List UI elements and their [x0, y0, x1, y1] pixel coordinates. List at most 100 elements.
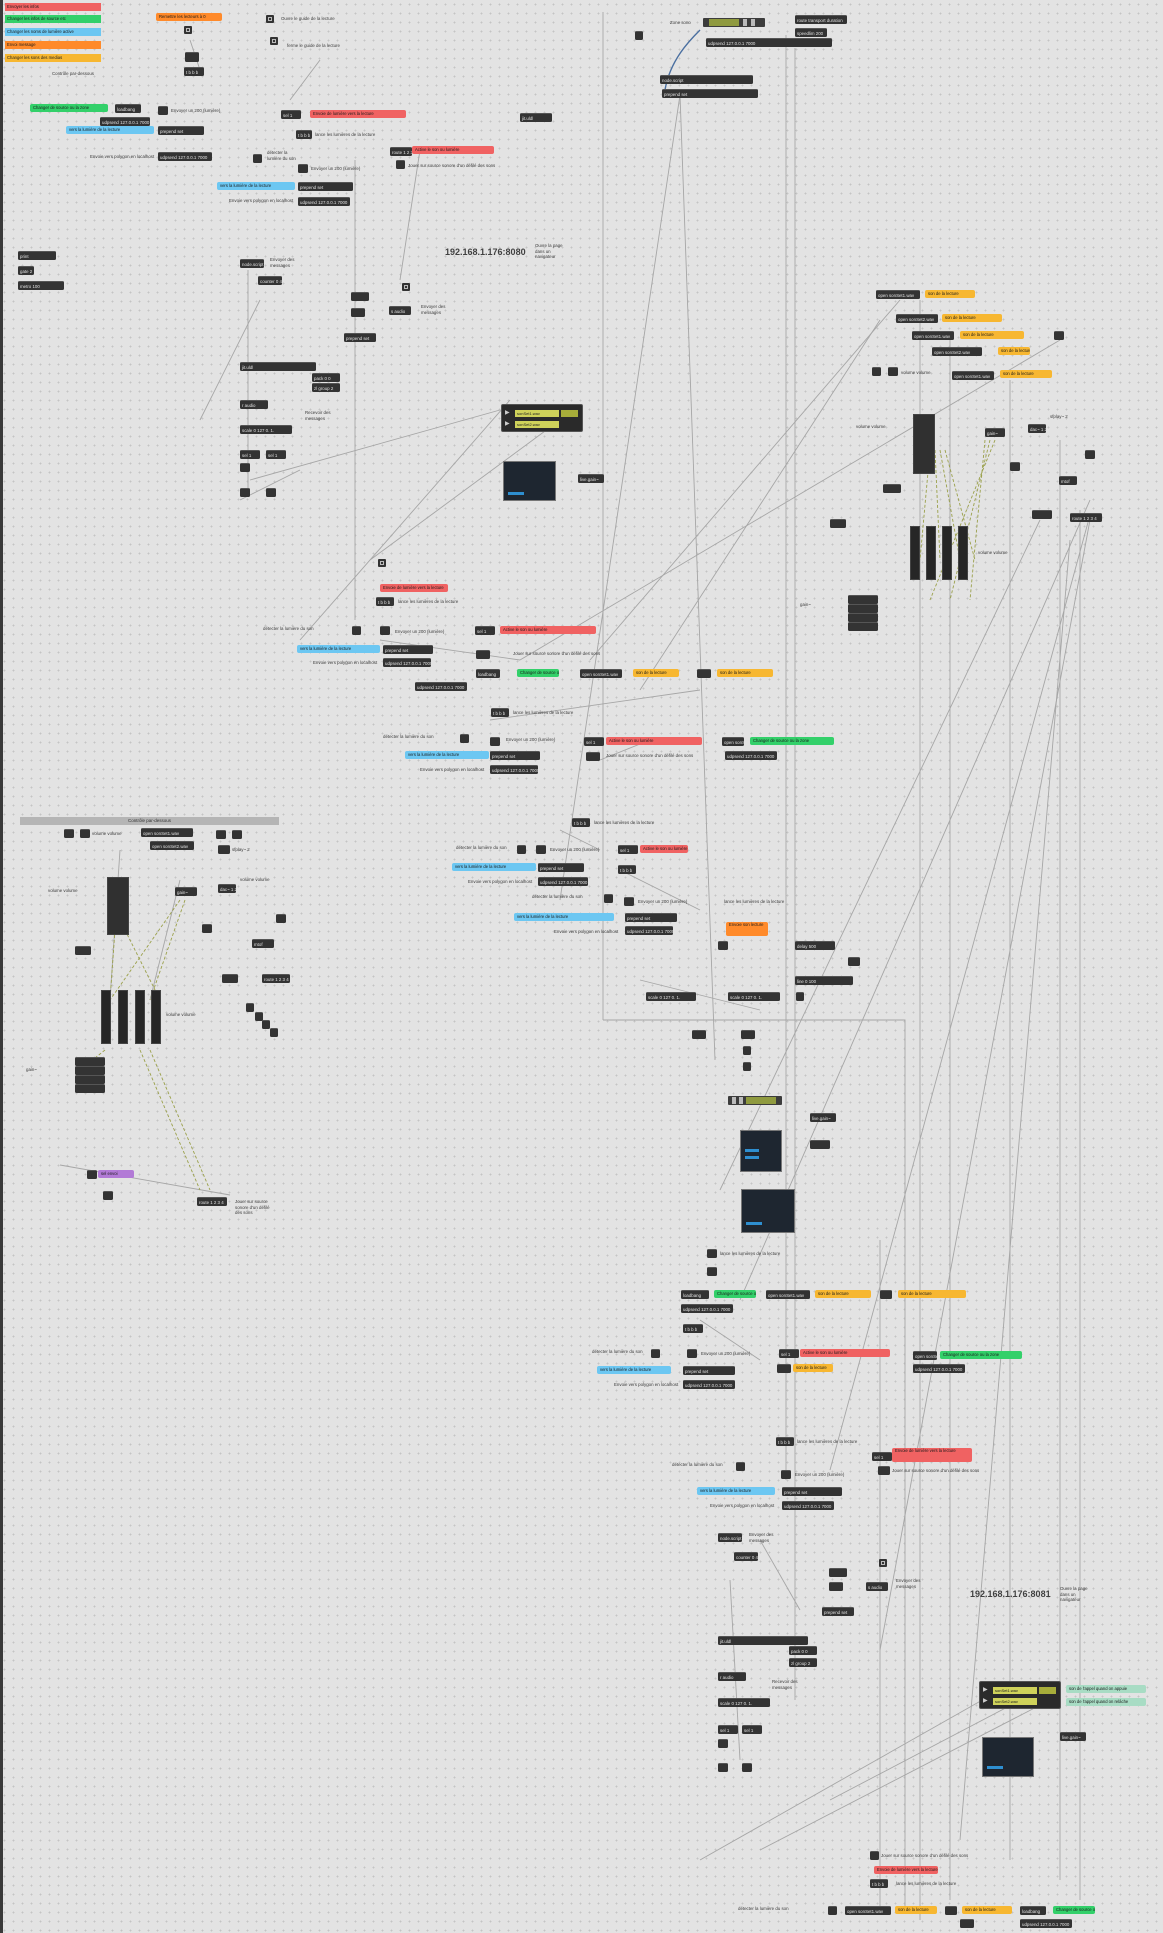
scale-object[interactable]: scale 0 127 0. 1.: [718, 1698, 770, 1707]
legend-item-message[interactable]: Envoi message: [5, 41, 101, 49]
small-object[interactable]: [604, 894, 613, 903]
sel-object[interactable]: sel 1: [742, 1725, 762, 1734]
volume-slider-4[interactable]: [958, 526, 968, 580]
toggle[interactable]: [184, 26, 192, 34]
receive-object[interactable]: r audio: [718, 1672, 746, 1681]
small-object[interactable]: [64, 829, 74, 838]
small-object[interactable]: [960, 1919, 974, 1928]
legend-item-send[interactable]: Envoyer les infos: [5, 3, 101, 11]
red-send-message[interactable]: Envoie de lumière vers la lecture: [892, 1448, 972, 1462]
small-object[interactable]: [692, 1030, 706, 1039]
small-object[interactable]: [635, 31, 643, 40]
prepend-object[interactable]: prepend set: [822, 1607, 854, 1616]
small-object[interactable]: [266, 488, 276, 497]
small-object[interactable]: [246, 1003, 254, 1012]
yellow-sound-message[interactable]: son de la lecture: [793, 1364, 833, 1372]
master-slider[interactable]: [107, 877, 129, 935]
yellow-sound-message[interactable]: son de la lecture: [942, 314, 1002, 322]
gain-object[interactable]: gain~: [175, 887, 197, 896]
purple-message[interactable]: sel envoi: [98, 1170, 134, 1178]
play-icon[interactable]: ▶: [505, 410, 510, 416]
t-bbb-object[interactable]: t b b b: [296, 130, 312, 139]
yellow-sound-message[interactable]: son de la lecture: [925, 290, 975, 298]
delay-object[interactable]: delay 500: [795, 941, 835, 950]
volume-slider-3[interactable]: [942, 526, 952, 580]
small-object[interactable]: [1054, 331, 1064, 340]
transport-bar[interactable]: [703, 18, 765, 27]
gain-object[interactable]: gain~: [985, 428, 1005, 437]
prepend-object[interactable]: prepend set: [344, 333, 376, 342]
small-object[interactable]: [232, 830, 242, 839]
live-gain-object[interactable]: live.gain~: [810, 1113, 836, 1122]
small-object[interactable]: [460, 734, 469, 743]
small-object[interactable]: [742, 1763, 752, 1772]
blue-light-message[interactable]: vers la lumière de la lecture: [217, 182, 295, 190]
small-object[interactable]: [351, 292, 369, 301]
small-object[interactable]: [87, 1170, 97, 1179]
play-icon[interactable]: ▶: [983, 1698, 988, 1704]
small-object[interactable]: [718, 1763, 728, 1772]
small-object[interactable]: [1010, 462, 1020, 471]
loadbang-object[interactable]: loadbang: [115, 104, 141, 113]
udpsend-object[interactable]: udpsend 127.0.0.1 7000: [1020, 1919, 1072, 1928]
blue-light-message[interactable]: vers la lumière de la lecture: [405, 751, 489, 759]
open-sound-object[interactable]: open sonSet1.wav: [580, 669, 622, 678]
sel-object[interactable]: sel 1: [618, 845, 638, 854]
small-object[interactable]: [743, 1046, 751, 1055]
waveform[interactable]: [561, 410, 578, 417]
sel-object[interactable]: sel 1: [240, 450, 260, 459]
small-object[interactable]: [810, 1140, 830, 1149]
mtof-object[interactable]: mtof: [1059, 476, 1077, 485]
prepend-object[interactable]: prepend set: [490, 751, 540, 760]
t-bbb-object[interactable]: t b b b: [376, 597, 394, 606]
scale-object[interactable]: scale 0 127 0. 1.: [240, 425, 292, 434]
red-activate-message[interactable]: Active le son ou lumière: [606, 737, 702, 745]
small-object[interactable]: [517, 845, 526, 854]
orange-message[interactable]: Envoie son lecture: [726, 922, 768, 936]
small-object[interactable]: [536, 845, 546, 854]
udpsend-object[interactable]: udpsend 127.0.0.1 7000: [782, 1501, 834, 1510]
small-object[interactable]: [718, 1739, 728, 1748]
prepend-object[interactable]: prepend set: [782, 1487, 842, 1496]
open-sound-object[interactable]: open sonSet2.wav: [150, 841, 194, 850]
node-script-object[interactable]: node.script: [718, 1533, 742, 1542]
loadbang-object[interactable]: loadbang: [476, 669, 500, 678]
audio-player-panel[interactable]: ▶ sonSet1.wav ▶ sonSet2.wav: [979, 1681, 1061, 1709]
small-object[interactable]: [781, 1470, 791, 1479]
small-object[interactable]: [828, 1906, 837, 1915]
udpsend-object[interactable]: udpsend 127.0.0.1 7000: [625, 926, 673, 935]
route-object[interactable]: route 1 2 3 4: [197, 1197, 227, 1206]
legend-item-media-sounds[interactable]: Changer les sons des medias: [5, 54, 101, 62]
zl-object[interactable]: zl group 2: [789, 1658, 817, 1667]
open-sound-object[interactable]: open sonSet1.wav: [722, 737, 744, 746]
sel-object[interactable]: sel 1: [266, 450, 286, 459]
loadbang-object[interactable]: loadbang: [1020, 1906, 1046, 1915]
jit-uldl-object[interactable]: jit.uldl: [240, 362, 316, 371]
sel-object[interactable]: sel 1: [584, 737, 604, 746]
yellow-sound-message[interactable]: son de la lecture: [717, 669, 773, 677]
scale-object[interactable]: scale 0 127 0. 1.: [728, 992, 780, 1001]
yellow-sound-message[interactable]: son de la lecture: [962, 1906, 1012, 1914]
small-object[interactable]: [718, 941, 728, 950]
audio-row-1[interactable]: ▶ sonSet1.wav: [983, 1687, 1056, 1695]
small-object[interactable]: [490, 737, 500, 746]
open-sound-object[interactable]: open sonSet1.wav: [876, 290, 920, 299]
blue-light-message[interactable]: vers la lumière de la lecture: [697, 1487, 775, 1495]
node-script-object[interactable]: node.script: [240, 259, 264, 268]
stop-icon[interactable]: [739, 1097, 743, 1104]
stop-icon[interactable]: [751, 19, 755, 26]
red-activate-message[interactable]: Active le son ou lumière: [800, 1349, 890, 1357]
counter-object[interactable]: counter 0 4: [258, 276, 282, 285]
volume-slider-2[interactable]: [926, 526, 936, 580]
t-bbb-object[interactable]: t b b b: [870, 1879, 888, 1888]
open-sound-object[interactable]: open sonSet1.wav: [766, 1290, 810, 1299]
udpsend-object[interactable]: udpsend 127.0.0.1 7000: [683, 1380, 735, 1389]
udpsend-object[interactable]: udpsend 127.0.0.1 7000: [913, 1364, 965, 1373]
green-source-message[interactable]: Changer de source ou la zone: [750, 737, 834, 745]
small-object[interactable]: [218, 845, 230, 854]
small-object[interactable]: [351, 308, 365, 317]
small-object[interactable]: [240, 463, 250, 472]
button-object[interactable]: [185, 52, 199, 62]
gate-object[interactable]: gate 2: [18, 266, 34, 275]
open-sound-object[interactable]: open sonSet2.wav: [932, 347, 982, 356]
